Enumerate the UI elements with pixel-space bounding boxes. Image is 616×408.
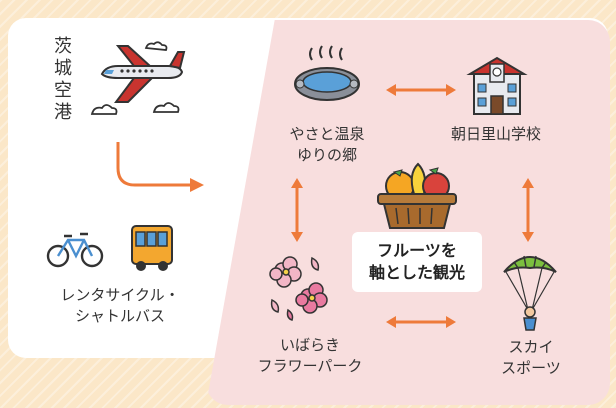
paraglider-icon [500,246,560,332]
hot-spring-icon [292,42,362,106]
flower-icon [262,250,330,324]
arrow-school-sky [520,176,536,244]
fruit-basket-icon [374,150,460,232]
arrow-onsen-school [384,82,458,98]
airport-label: 茨城空港 [54,36,72,123]
bus-icon [128,222,176,274]
school-building-icon [466,52,528,116]
airplane-icon [88,40,188,122]
cycle-bus-label: レンタサイクル・ シャトルバス [60,286,180,325]
arrow-onsen-flower [289,176,305,244]
school-label: 朝日里山学校 [450,125,541,143]
sky-sports-label: スカイ スポーツ [501,338,561,377]
connector-arrow [110,140,210,195]
bicycle-icon [46,230,104,270]
arrow-flower-sky [384,314,458,330]
flower-park-label: いばらき フラワーパーク [257,336,363,375]
onsen-label: やさと温泉 ゆりの郷 [289,125,365,164]
center-label: フルーツを 軸とした観光 [352,232,482,292]
